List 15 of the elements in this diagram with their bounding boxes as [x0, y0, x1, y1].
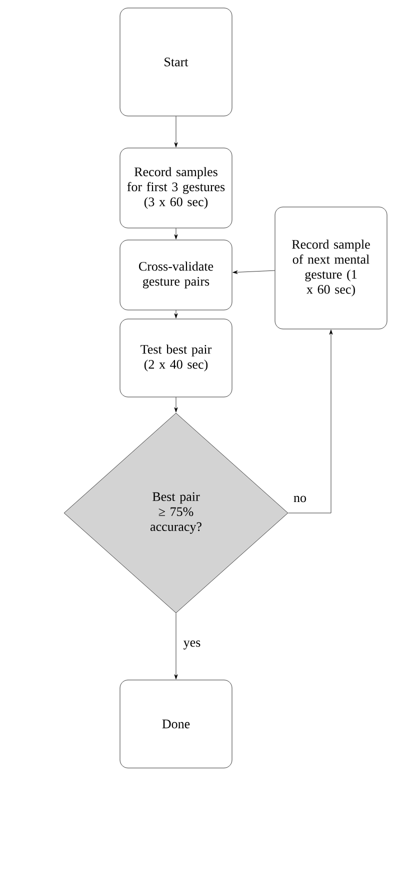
- process-box: Record sample of next mental gesture (1 x 60 sec): [274, 206, 388, 330]
- arrow: [288, 330, 333, 514]
- process-box: Cross-validate gesture pairs: [120, 240, 232, 310]
- edge-label: yes: [182, 640, 202, 650]
- arrow: [174, 613, 178, 680]
- arrow: [174, 228, 178, 240]
- process-box: Start: [120, 8, 232, 116]
- process-box: Record samples for first 3 gestures (3 x 60 sec): [120, 148, 232, 228]
- arrow: [232, 270, 275, 274]
- arrow: [174, 310, 178, 318]
- arrow: [174, 397, 178, 412]
- process-box: Test best pair (2 x 40 sec): [120, 318, 232, 398]
- arrow: [174, 116, 178, 148]
- process-box: Done: [120, 680, 232, 768]
- edge-label: no: [292, 494, 308, 504]
